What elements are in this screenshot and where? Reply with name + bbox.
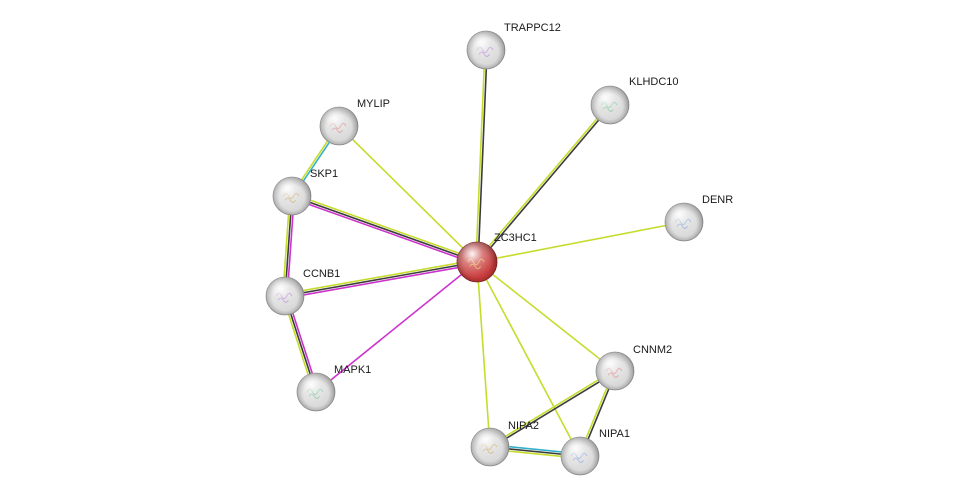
node-klhdc10[interactable]: KLHDC10 <box>590 76 679 125</box>
edge-evidence-textmining <box>476 261 581 457</box>
edge-evidence-experiments <box>315 261 478 393</box>
edge-zc3hc1-denr[interactable] <box>476 221 685 263</box>
node-label: KLHDC10 <box>629 76 679 88</box>
node-gloss <box>471 428 509 466</box>
node-label: MYLIP <box>357 98 390 110</box>
node-label: TRAPPC12 <box>504 22 561 34</box>
edge-zc3hc1-cnnm2[interactable] <box>476 261 616 372</box>
node-gloss <box>273 177 311 215</box>
node-gloss <box>266 277 304 315</box>
edge-evidence-textmining <box>476 261 616 372</box>
edge-evidence-coexpression <box>477 105 612 264</box>
edge-zc3hc1-ccnb1[interactable] <box>284 259 478 299</box>
edge-evidence-coexpression <box>291 195 478 263</box>
node-cnnm2[interactable]: CNNM2 <box>595 344 672 391</box>
node-denr[interactable]: DENR <box>664 194 733 242</box>
node-gloss <box>457 242 497 282</box>
node-mapk1[interactable]: MAPK1 <box>296 364 371 412</box>
edge-zc3hc1-trappc12[interactable] <box>475 49 488 263</box>
edge-evidence-textmining <box>476 221 685 263</box>
edge-zc3hc1-nipa1[interactable] <box>476 261 581 457</box>
node-mylip[interactable]: MYLIP <box>319 98 390 146</box>
node-gloss <box>665 203 703 241</box>
edge-evidence-textmining <box>475 49 486 262</box>
node-label: NIPA2 <box>508 420 539 432</box>
edge-evidence-textmining <box>489 369 615 447</box>
edge-zc3hc1-mylip[interactable] <box>338 125 478 263</box>
node-trappc12[interactable]: TRAPPC12 <box>466 22 561 70</box>
node-label: ZC3HC1 <box>494 232 537 244</box>
edge-zc3hc1-mapk1[interactable] <box>315 261 478 393</box>
edge-evidence-textmining <box>475 103 610 262</box>
edge-cnnm2-nipa2[interactable] <box>489 369 616 449</box>
edge-evidence-textmining <box>284 259 477 295</box>
node-zc3hc1[interactable]: ZC3HC1 <box>456 232 537 283</box>
node-ccnb1[interactable]: CCNB1 <box>265 268 340 316</box>
node-gloss <box>467 31 505 69</box>
node-nipa2[interactable]: NIPA2 <box>470 420 539 467</box>
node-label: DENR <box>702 194 733 206</box>
edge-evidence-experiments <box>285 263 478 299</box>
edge-evidence-textmining <box>476 261 491 448</box>
node-nipa1[interactable]: NIPA1 <box>560 428 630 476</box>
edge-evidence-coexpression <box>477 50 488 263</box>
node-label: MAPK1 <box>334 364 371 376</box>
node-gloss <box>297 373 335 411</box>
node-label: SKP1 <box>310 168 338 180</box>
node-skp1[interactable]: SKP1 <box>272 168 338 216</box>
edge-evidence-experiments <box>290 197 477 265</box>
edge-zc3hc1-skp1[interactable] <box>290 193 479 265</box>
node-gloss <box>320 107 358 145</box>
node-gloss <box>596 352 634 390</box>
edge-evidence-textmining <box>338 125 478 263</box>
edge-evidence-coexpression <box>284 261 478 297</box>
edge-evidence-coexpression <box>490 371 616 449</box>
edge-evidence-textmining <box>292 193 479 261</box>
node-label: CCNB1 <box>303 268 340 280</box>
node-gloss <box>591 86 629 124</box>
node-gloss <box>561 437 599 475</box>
edge-zc3hc1-nipa2[interactable] <box>476 261 491 448</box>
edge-zc3hc1-klhdc10[interactable] <box>475 103 612 264</box>
node-label: NIPA1 <box>599 428 630 440</box>
node-label: CNNM2 <box>633 344 672 356</box>
